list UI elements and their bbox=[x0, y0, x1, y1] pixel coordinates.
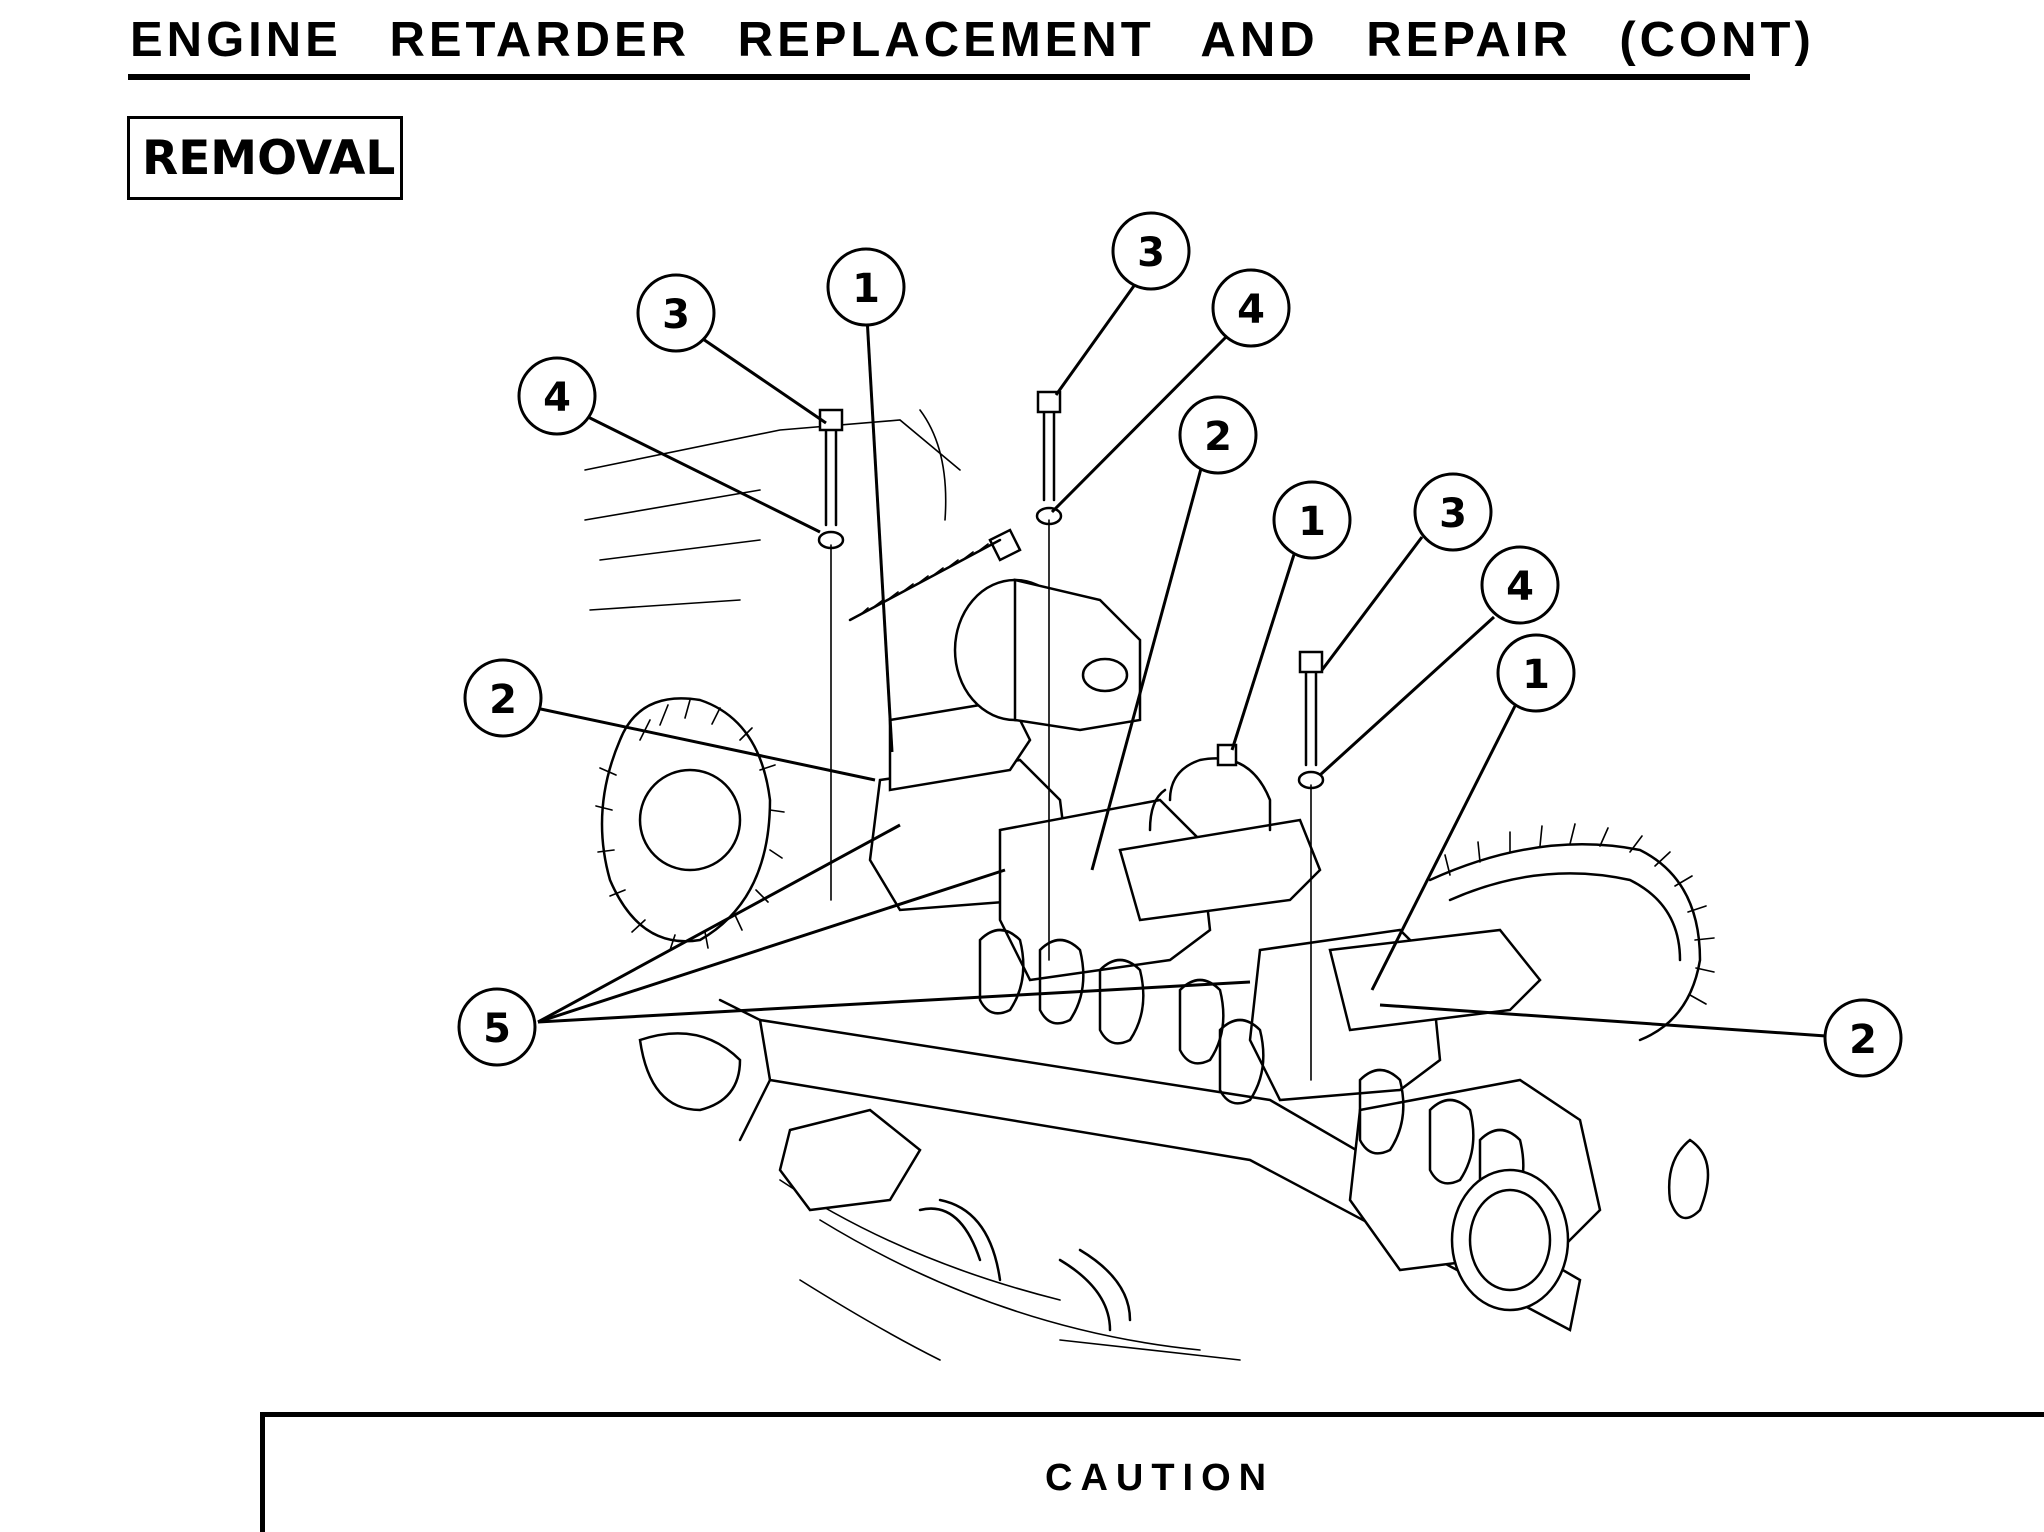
caution-heading: CAUTION bbox=[1045, 1457, 1275, 1499]
svg-text:4: 4 bbox=[1237, 287, 1265, 333]
engine-retarder-illustration: 3 1 3 4 4 2 1 3 4 1 2 5 bbox=[457, 211, 1903, 1361]
leader-lines bbox=[535, 282, 1827, 1038]
callout-3a: 3 bbox=[636, 273, 716, 353]
callout-2c: 2 bbox=[1823, 998, 1903, 1078]
svg-text:2: 2 bbox=[1204, 414, 1232, 460]
section-tag: REMOVAL bbox=[127, 116, 403, 200]
callout-2b: 2 bbox=[463, 658, 543, 738]
engine-drawing bbox=[584, 390, 1715, 1361]
callout-1c: 1 bbox=[1496, 633, 1576, 713]
svg-text:2: 2 bbox=[489, 677, 517, 723]
callout-4a: 4 bbox=[1211, 268, 1291, 348]
svg-text:3: 3 bbox=[1137, 230, 1165, 276]
svg-text:1: 1 bbox=[1298, 499, 1326, 545]
bolt-left bbox=[817, 408, 845, 901]
svg-text:1: 1 bbox=[1522, 652, 1550, 698]
title-underline bbox=[128, 74, 1750, 80]
svg-text:4: 4 bbox=[543, 375, 571, 421]
callout-3c: 3 bbox=[1413, 472, 1493, 552]
section-label: REMOVAL bbox=[142, 131, 396, 186]
svg-text:1: 1 bbox=[852, 266, 880, 312]
callout-1a: 1 bbox=[826, 247, 906, 327]
svg-text:5: 5 bbox=[483, 1006, 511, 1052]
callout-2a: 2 bbox=[1178, 395, 1258, 475]
svg-text:3: 3 bbox=[662, 292, 690, 338]
page-title: ENGINE RETARDER REPLACEMENT AND REPAIR (… bbox=[130, 13, 1815, 67]
svg-text:2: 2 bbox=[1849, 1017, 1877, 1063]
bolt-right bbox=[1297, 650, 1325, 1081]
callout-1b: 1 bbox=[1272, 480, 1352, 560]
callout-4b: 4 bbox=[517, 356, 597, 436]
callout-4c: 4 bbox=[1480, 545, 1560, 625]
bolt-middle bbox=[1035, 390, 1063, 961]
callout-3b: 3 bbox=[1111, 211, 1191, 291]
svg-text:3: 3 bbox=[1439, 491, 1467, 537]
caution-box bbox=[260, 1412, 2044, 1532]
svg-text:4: 4 bbox=[1506, 564, 1534, 610]
callout-5: 5 bbox=[457, 987, 537, 1067]
